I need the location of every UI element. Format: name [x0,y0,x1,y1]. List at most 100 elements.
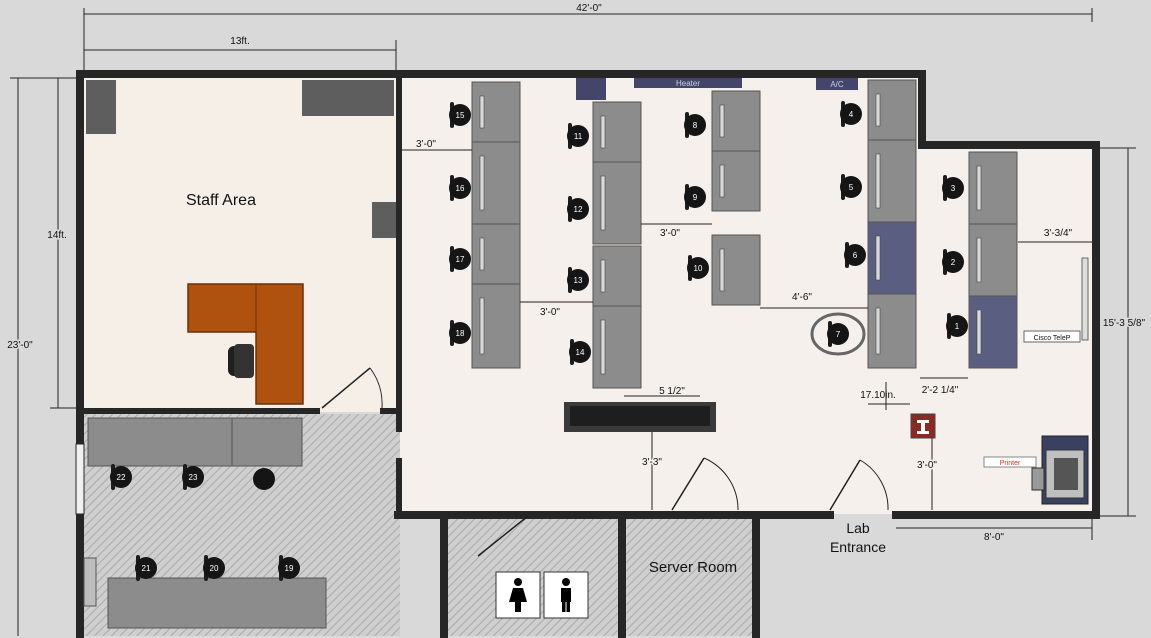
server-room-label: Server Room [649,559,737,576]
seat-number: 12 [574,205,583,214]
chair-icon [449,248,471,270]
dim-3-3: 3'-3" [642,457,662,468]
dim-overall-width: 42'-0" [576,3,602,14]
cabinet-top [302,80,394,116]
monitor-icon [479,95,485,129]
desk-lower-extra [231,417,303,467]
monitor-icon [719,164,725,198]
monitor-icon [719,248,725,292]
monitor-icon [875,235,881,281]
seat-number: 8 [693,121,698,130]
dim-overall-height: 23'-0" [7,340,33,351]
monitor-icon [479,237,485,271]
workstation-seat: 23 [182,464,204,490]
workstation-seat: 16 [449,175,471,201]
desk-8 [711,90,761,152]
dim-aisle-left: 3'-0" [416,139,436,150]
chair-icon [684,114,706,136]
chair-icon [278,557,300,579]
heater-strip [634,78,742,88]
seat-number: 15 [456,111,465,120]
chair-icon [567,198,589,220]
seat-number: 7 [836,330,841,339]
seat-number: 16 [456,184,465,193]
chair-icon [253,468,275,490]
lab-entrance-label-2: Entrance [830,539,886,555]
seat-number: 23 [189,473,198,482]
workstation-seat: 9 [684,184,706,210]
dim-3-0-door: 3'-0" [917,460,937,471]
female-restroom-icon [509,578,527,612]
monitor-icon [976,165,982,211]
seat-number: 22 [117,473,126,482]
workstation-seat: 8 [684,112,706,138]
seat-number: 6 [853,251,858,260]
seat-number: 4 [849,110,854,119]
dim-2-2-1-4: 2'-2 1/4" [922,385,959,396]
monitor-icon [719,104,725,138]
chair-icon [569,341,591,363]
chair-icon [182,466,204,488]
chair-icon [567,125,589,147]
accessible-seat-ring [810,312,866,356]
dim-8-0: 8'-0" [984,532,1004,543]
desk-12 [592,161,642,245]
workstation-seat: 3 [942,175,964,201]
chair-icon [449,322,471,344]
dim-staff-height: 14ft. [47,230,66,241]
desk-11 [592,101,642,163]
office-chair [228,344,254,378]
male-restroom-icon [561,578,571,612]
dimension-lines [10,8,1136,636]
workstation-seat: 1 [946,313,968,339]
dim-right-height: 15'-3 5/8" [1103,318,1146,329]
lab-door-center [671,457,739,511]
seat-number: 21 [142,564,151,573]
printer-icon [1031,435,1089,505]
chair-icon [942,177,964,199]
desk-4 [867,79,917,141]
dim-staff-width: 13ft. [230,36,249,47]
desk-7 [867,293,917,369]
dim-aisle-right: 3'-3/4" [1044,228,1073,239]
chair-icon [135,557,157,579]
seat-number: 1 [955,322,960,331]
desk-19-21 [107,577,327,629]
workstation-seat: 15 [449,102,471,128]
monitor-icon [976,237,982,283]
cabinet-left [86,80,116,134]
workstation-seat: 6 [844,242,866,268]
chair-icon [110,466,132,488]
desk-6 [867,221,917,295]
seat-number: 19 [285,564,294,573]
desk-10 [711,234,761,306]
wall-screen [1081,257,1089,341]
workstation-seat: 21 [135,555,157,581]
desk-16 [471,141,521,225]
dim-5-half: 5 1/2" [659,386,685,397]
dim-aisle-center: 3'-0" [660,228,680,239]
workstation-seat: 5 [840,174,862,200]
workstation-seat: 17 [449,246,471,272]
workstation-seat: 22 [110,464,132,490]
seat-number: 18 [456,329,465,338]
cisco-label: Cisco TeleP [1034,335,1071,342]
heater-unit [576,78,606,100]
chair-icon [567,269,589,291]
workstation-seat: 14 [569,339,591,365]
chair-icon [840,103,862,125]
printer-label: Printer [1000,460,1021,467]
seat-number: 5 [849,183,854,192]
office-desk [187,283,304,405]
seat-number: 17 [456,255,465,264]
chair-icon [844,244,866,266]
desk-9 [711,150,761,212]
monitor-icon [600,115,606,149]
seat-number: 11 [574,132,583,141]
chair-icon [687,257,709,279]
staff-area-label: Staff Area [186,192,256,209]
seat-number: 14 [576,348,585,357]
desk-18 [471,283,521,369]
seat-number: 2 [951,258,956,267]
